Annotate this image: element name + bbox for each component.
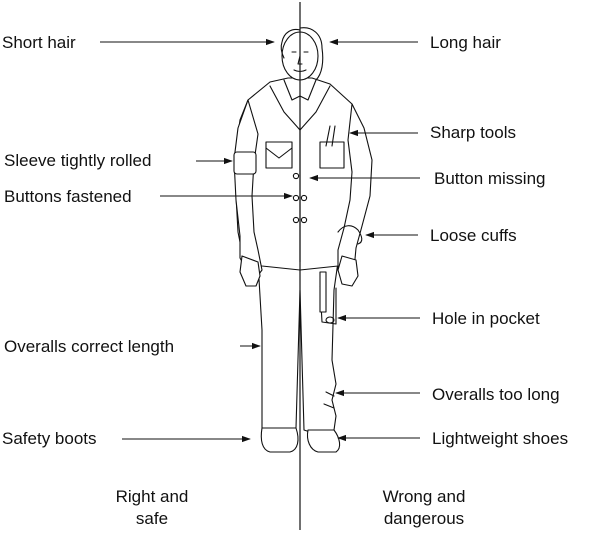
pocket-hole: [325, 316, 335, 324]
left-chest-pocket: [265, 141, 293, 169]
left-hand: [239, 255, 261, 287]
caption-left-line1: Right and: [116, 487, 189, 506]
rolled-sleeve-band: [233, 151, 257, 175]
caption-right-line1: Wrong and: [383, 487, 466, 506]
tool-in-pocket: [319, 271, 327, 313]
label-sharp-tools: Sharp tools: [430, 123, 516, 142]
sharp-tool: [325, 125, 331, 147]
worker-figure: [233, 27, 373, 453]
left-annotations: Short hair Sleeve tightly rolled Buttons…: [2, 33, 293, 448]
label-hole-in-pocket: Hole in pocket: [432, 309, 540, 328]
label-lightweight-shoes: Lightweight shoes: [432, 429, 568, 448]
safety-boot: [260, 427, 299, 453]
label-overalls-too-long: Overalls too long: [432, 385, 560, 404]
label-long-hair: Long hair: [430, 33, 501, 52]
caption-left-line2: safe: [136, 509, 168, 528]
label-button-missing: Button missing: [434, 169, 546, 188]
right-annotations: Long hair Sharp tools Button missing Loo…: [309, 33, 568, 448]
lightweight-shoe: [306, 429, 341, 453]
label-loose-cuffs: Loose cuffs: [430, 226, 517, 245]
label-safety-boots: Safety boots: [2, 429, 97, 448]
label-overalls-correct-length: Overalls correct length: [4, 337, 174, 356]
buttons: [292, 172, 308, 224]
captions: Right and safe Wrong and dangerous: [116, 487, 466, 528]
short-hair: [280, 28, 301, 59]
caption-right-line2: dangerous: [384, 509, 464, 528]
loose-cuff: [337, 225, 363, 245]
label-short-hair: Short hair: [2, 33, 76, 52]
long-hair: [299, 27, 324, 81]
label-buttons-fastened: Buttons fastened: [4, 187, 132, 206]
label-sleeve-tightly-rolled: Sleeve tightly rolled: [4, 151, 151, 170]
right-hand: [337, 255, 359, 287]
